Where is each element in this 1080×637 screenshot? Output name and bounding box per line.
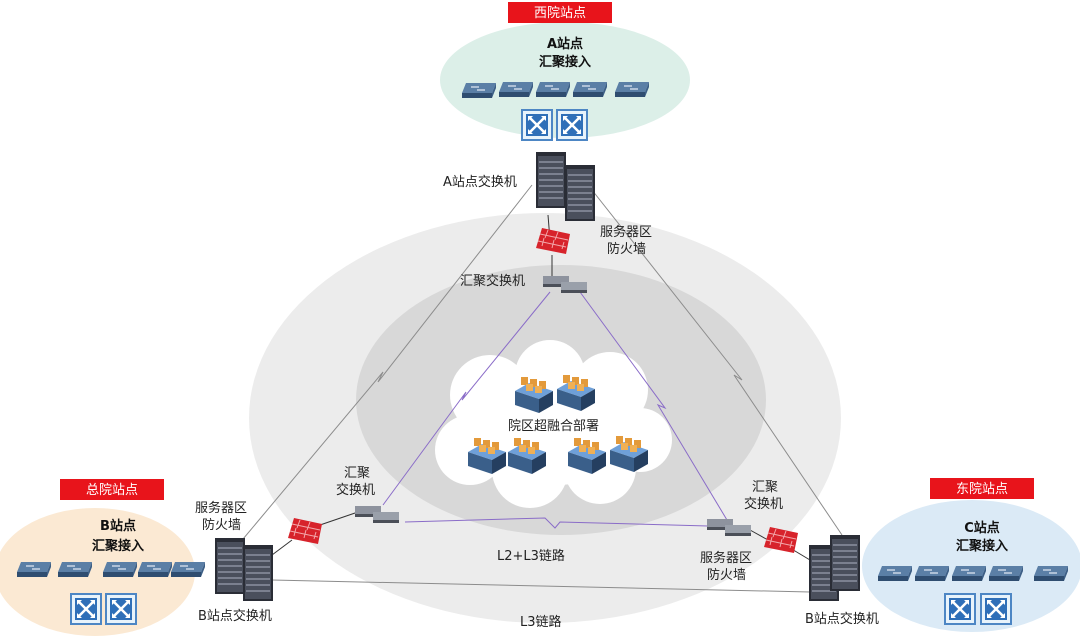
site-b-zone [0,508,195,636]
l2l3-link-label: L2+L3链路 [497,548,565,564]
link-a-c [591,189,843,536]
site-b-fw-label-1: 服务器区 [195,500,247,516]
site-b-fw-label-2: 防火墙 [202,517,241,533]
site-a-zone [440,22,690,138]
purple-links [382,291,728,529]
site-b-switch-label: B站点交换机 [198,608,272,624]
site-a-agg-label: 汇聚交换机 [460,273,525,289]
link-b-c [271,579,811,593]
site-c-agg-label-2: 交换机 [744,496,783,512]
site-a-fw-label-1: 服务器区 [600,224,652,240]
site-c-fw-label-1: 服务器区 [700,550,752,566]
site-a-subtitle: 汇聚接入 [539,54,591,70]
site-b-agg-label-1: 汇聚 [344,466,370,481]
site-tag-main [60,479,164,500]
site-c-fw-label-2: 防火墙 [707,567,746,583]
chassis-switch-icon [535,151,596,222]
site-tag-main-text: 总院站点 [86,483,138,498]
access-switch-icon [16,561,206,578]
site-c-agg-label-1: 汇聚 [752,480,778,495]
site-b-agg-label-2: 交换机 [336,482,375,498]
site-a-fw-label-2: 防火墙 [607,241,646,257]
site-c-title: C站点 [964,520,1000,536]
l3-link-label: L3链路 [520,614,562,630]
chassis-switch-icon [214,537,274,602]
site-a-title: A站点 [547,36,583,52]
site-tag-west [508,2,612,23]
site-a-switch-label: A站点交换机 [443,174,517,190]
site-c-switch-label: B站点交换机 [805,611,879,627]
access-switch-icon [461,81,650,99]
gray-links [237,184,843,593]
chassis-switch-icon [808,534,861,602]
site-b-subtitle: 汇聚接入 [92,538,144,554]
link-agg-left-right [404,517,709,529]
site-tag-east [930,478,1034,499]
cloud-label: 院区超融合部署 [508,419,599,434]
link-agg-top-left [382,291,551,506]
link-a-b [237,184,533,546]
site-tag-west-text: 西院站点 [534,6,586,21]
site-tag-east-text: 东院站点 [956,482,1008,497]
access-switch-icon [877,565,1069,582]
site-c-subtitle: 汇聚接入 [956,538,1008,554]
site-b-title: B站点 [100,518,136,534]
link-agg-top-right [579,291,728,521]
